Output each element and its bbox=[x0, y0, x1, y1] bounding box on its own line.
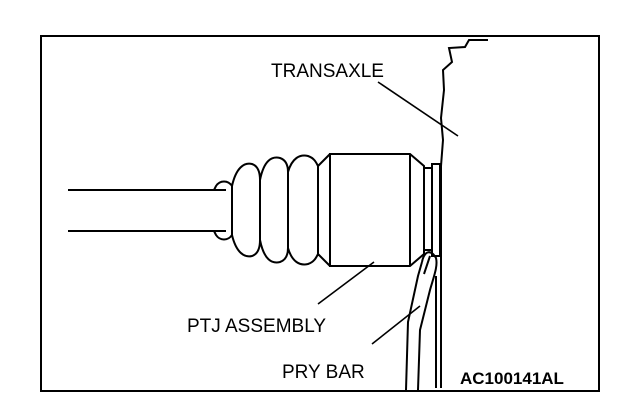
transaxle-housing bbox=[439, 39, 488, 388]
ptj-flange bbox=[423, 163, 441, 257]
label-pry-bar: PRY BAR bbox=[282, 362, 365, 383]
leader-lines bbox=[317, 81, 459, 345]
label-transaxle: TRANSAXLE bbox=[271, 61, 384, 82]
ptj-boot bbox=[213, 153, 331, 267]
transaxle-leader bbox=[377, 81, 459, 137]
diagram-frame bbox=[40, 35, 600, 392]
label-ptj-assembly: PTJ ASSEMBLY bbox=[187, 316, 326, 337]
drive-shaft bbox=[68, 189, 226, 232]
reference-code: AC100141AL bbox=[460, 369, 564, 388]
ptj-assembly-leader bbox=[317, 261, 375, 305]
pry-bar-leader bbox=[371, 305, 421, 345]
pry-bar bbox=[405, 251, 438, 391]
ptj-housing bbox=[329, 153, 425, 267]
